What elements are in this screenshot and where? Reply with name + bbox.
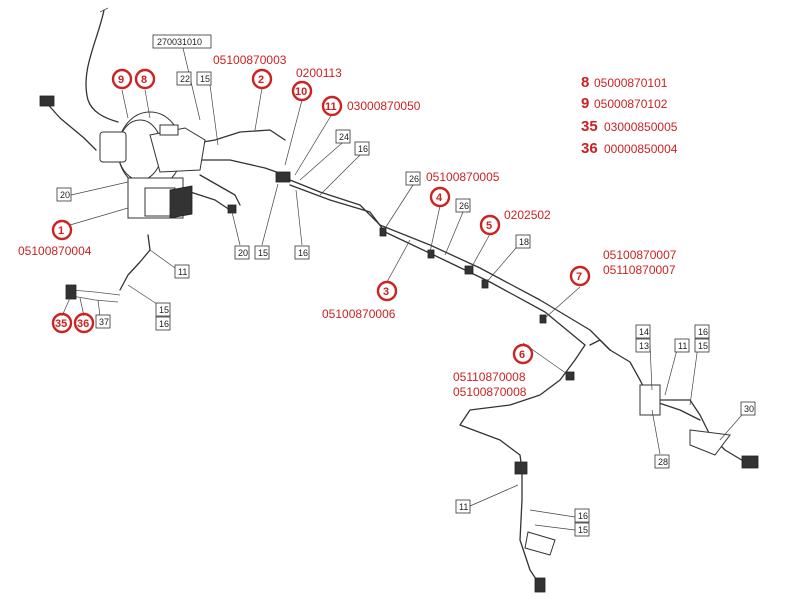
label-16: 16: [298, 248, 308, 258]
red-callouts: 9 8 2 10 11 1 35 36 4 5 3 7 6: [51, 68, 591, 365]
front-left-hose: [119, 234, 151, 291]
callout-2: 2: [251, 68, 273, 90]
label-16: 16: [358, 144, 368, 154]
callout-7: 7: [569, 265, 591, 287]
callout-4: 4: [429, 186, 451, 208]
legend-row-36: 36 00000850004: [581, 140, 678, 157]
label-15: 15: [578, 525, 588, 535]
label-30: 30: [744, 404, 754, 414]
label-15: 15: [159, 305, 169, 315]
label-26: 26: [409, 174, 419, 184]
code-4: 05100870005: [426, 170, 500, 184]
svg-text:8: 8: [141, 74, 147, 86]
svg-text:36: 36: [581, 140, 598, 157]
rear-right-hose: [659, 399, 746, 463]
callout-9: 9: [111, 68, 133, 90]
main-assembly-number: 270031010: [157, 37, 202, 47]
label-16: 16: [698, 327, 708, 337]
svg-text:9: 9: [581, 95, 589, 112]
parts: [39, 95, 759, 593]
callout-11: 11: [321, 95, 343, 117]
svg-text:36: 36: [77, 318, 89, 330]
rear-left-bracket: [524, 531, 556, 556]
svg-text:10: 10: [295, 86, 307, 98]
callout-8: 8: [134, 68, 156, 90]
callout-36: 36: [73, 312, 95, 334]
svg-text:1: 1: [58, 225, 64, 237]
rear-right-bracket: [639, 384, 661, 416]
label-24: 24: [339, 132, 349, 142]
callout-5: 5: [479, 214, 501, 236]
code-5: 0202502: [504, 208, 551, 222]
label-22: 22: [180, 74, 190, 84]
code-6a: 05110870008: [453, 370, 526, 384]
code-7a: 05100870007: [603, 248, 677, 262]
pipe-connector: [275, 171, 291, 183]
rear-left-sensor: [534, 577, 546, 593]
label-16: 16: [159, 319, 169, 329]
code-3: 05100870006: [322, 307, 396, 321]
svg-text:05000870101: 05000870101: [594, 76, 668, 90]
code-10: 0200113: [296, 66, 342, 80]
label-15: 15: [258, 248, 268, 258]
label-37: 37: [99, 317, 109, 327]
svg-text:9: 9: [118, 74, 124, 86]
callout-1: 1: [51, 219, 73, 241]
sensor-cable: [43, 99, 97, 151]
code-1: 05100870004: [18, 244, 92, 258]
master-cylinder-reservoir: [149, 127, 206, 173]
label-11: 11: [178, 267, 187, 277]
label-18: 18: [519, 237, 529, 247]
code-6b: 05100870008: [453, 385, 527, 399]
rear-right-sensor: [741, 455, 759, 469]
label-11: 11: [459, 502, 468, 512]
label-11: 11: [678, 341, 687, 351]
svg-text:00000850004: 00000850004: [604, 142, 678, 156]
svg-text:03000850005: 03000850005: [604, 120, 678, 134]
main-assembly-label: 270031010: [152, 34, 212, 49]
callout-35: 35: [51, 312, 73, 334]
label-14: 14: [639, 327, 649, 337]
svg-text:3: 3: [383, 286, 389, 298]
svg-text:05000870102: 05000870102: [594, 97, 668, 111]
label-16: 16: [578, 511, 588, 521]
legend-row-9: 9 05000870102: [581, 95, 668, 112]
svg-text:8: 8: [581, 74, 589, 91]
label-20: 20: [238, 248, 248, 258]
label-15: 15: [698, 341, 708, 351]
svg-text:35: 35: [581, 118, 598, 135]
svg-text:5: 5: [486, 220, 492, 232]
label-26: 26: [459, 201, 469, 211]
label-20: 20: [60, 190, 70, 200]
callout-3: 3: [376, 280, 398, 302]
legend-row-35: 35 03000850005: [581, 118, 678, 135]
vacuum-hose: [85, 9, 119, 123]
callout-10: 10: [291, 80, 313, 102]
part-codes: 05100870003 0200113 03000870050 05100870…: [18, 53, 677, 399]
callout-6: 6: [512, 343, 534, 365]
code-2: 05100870003: [213, 53, 287, 67]
pedal-bracket: [99, 131, 127, 163]
svg-text:11: 11: [325, 101, 337, 113]
code-7b: 05110870007: [603, 263, 676, 277]
svg-text:7: 7: [576, 271, 582, 283]
label-15: 15: [200, 74, 210, 84]
main-rear-pipe: [284, 177, 611, 351]
rear-left-hose: [519, 469, 541, 586]
wheel-speed-sensor: [39, 95, 55, 107]
label-28: 28: [658, 457, 668, 467]
svg-text:2: 2: [258, 74, 264, 86]
svg-text:35: 35: [55, 318, 67, 330]
svg-text:6: 6: [519, 349, 525, 361]
code-11: 03000870050: [347, 99, 421, 113]
label-13: 13: [639, 341, 649, 351]
legend-row-8: 8 05000870101: [581, 74, 668, 91]
svg-text:4: 4: [436, 192, 443, 204]
position-labels: 22 15 24 16 26 26 18 20 20 15 16 11 15 1…: [56, 71, 756, 537]
